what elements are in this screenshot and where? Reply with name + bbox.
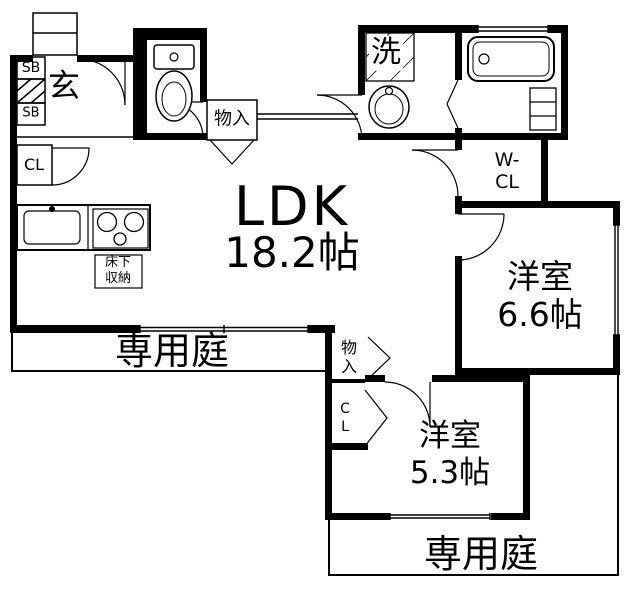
- toilet-icon: [153, 44, 195, 122]
- ldk-garden-window: [139, 324, 309, 334]
- genkan-label: 玄: [47, 66, 81, 105]
- bedroom2-name: 洋室: [419, 417, 481, 454]
- garden-left-boundary: [11, 333, 325, 372]
- bath-folding-door: [446, 79, 459, 129]
- garden-right-boundary: [328, 375, 619, 576]
- bedroom1-door-swing: [457, 213, 505, 261]
- mid-storage-char1: 物: [340, 337, 358, 357]
- mid-storage-char2: 入: [340, 357, 358, 376]
- bedroom2-size: 5.3帖: [409, 455, 491, 491]
- mid-closet-label: C L: [340, 400, 350, 436]
- bedroom2-door-swing: [384, 381, 431, 428]
- underfloor-line2: 収納: [104, 271, 132, 286]
- garden-left-label: 専用庭: [114, 329, 230, 373]
- walkin-closet-label: W- CL: [494, 149, 520, 194]
- walkin-closet-door-swing: [411, 149, 459, 197]
- bedroom1-window: [612, 224, 621, 336]
- underfloor-storage-outline: [94, 254, 143, 289]
- entrance-porch-outline: [32, 12, 78, 56]
- ldk-size-label: 18.2帖: [224, 227, 360, 277]
- laundry-label: 洗: [369, 34, 403, 71]
- laundry-door-swing: [316, 94, 363, 141]
- bedroom2-label: 洋室 5.3帖: [410, 418, 490, 492]
- bath-window: [477, 24, 549, 34]
- thin-partitions: [16, 12, 358, 289]
- shoe-box-lower-outline: [16, 102, 46, 126]
- bedroom1-size: 6.6帖: [497, 295, 583, 334]
- hall-storage-outline: [206, 99, 258, 141]
- doors: [51, 58, 505, 447]
- mid-closet-char1: C: [340, 400, 350, 417]
- bedroom1-label: 洋室 6.6帖: [497, 258, 582, 334]
- shoe-box-upper-label: SB: [21, 59, 41, 76]
- walkin-closet-line2: CL: [495, 171, 519, 193]
- kitchen-counter: [16, 204, 151, 251]
- bathtub-icon: [467, 36, 555, 82]
- underfloor-line1: 床下: [104, 254, 132, 270]
- stove-icon: [92, 208, 149, 249]
- garden-boundaries: [11, 333, 619, 576]
- shoe-box-lower-label: SB: [22, 105, 40, 121]
- mid-closet-char2: L: [341, 419, 349, 435]
- underfloor-storage-label: 床下 収納: [105, 255, 131, 288]
- entry-closet-label: CL: [23, 154, 45, 174]
- entry-closet-outline: [16, 144, 53, 186]
- hall-storage-label: 物入: [214, 108, 250, 130]
- entry-closet-door-swing: [51, 147, 90, 186]
- entrance-door-swing: [78, 58, 126, 106]
- mid-storage-label: 物 入: [341, 338, 357, 376]
- garden-right-label: 専用庭: [423, 532, 539, 576]
- kitchen-sink-icon: [23, 206, 81, 245]
- walkin-closet-line1: W-: [494, 149, 520, 172]
- bedroom1-name: 洋室: [506, 257, 573, 297]
- mid-storage-folding-door: [367, 336, 391, 380]
- bath-counter: [529, 87, 557, 131]
- bedroom2-window: [389, 512, 491, 521]
- hall-storage-folding-door: [209, 139, 255, 165]
- windows: [139, 24, 621, 521]
- mid-closet-folding-door: [364, 389, 388, 447]
- ldk-name-label: LDK: [233, 174, 351, 238]
- walls: [10, 25, 620, 520]
- washbasin-icon: [368, 85, 410, 129]
